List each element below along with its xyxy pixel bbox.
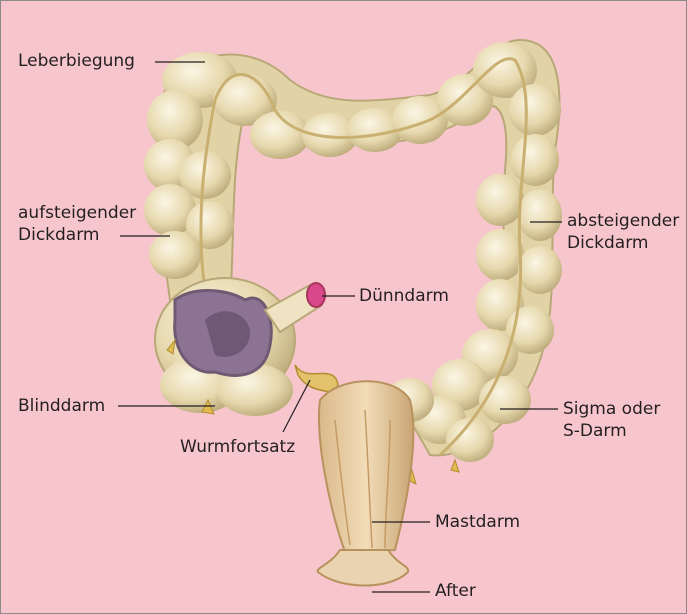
label-mastdarm: Mastdarm: [435, 511, 520, 533]
duenndarm-stub: [265, 283, 325, 332]
cecum: [155, 278, 295, 416]
label-duenndarm: Dünndarm: [359, 285, 449, 307]
label-after: After: [435, 580, 476, 602]
label-absteigender-line1: absteigender: [567, 210, 679, 232]
label-leberbiegung: Leberbiegung: [18, 50, 135, 72]
label-absteigender-line2: Dickdarm: [567, 232, 648, 254]
label-aufsteigender-line1: aufsteigender: [18, 202, 136, 224]
label-aufsteigender-line2: Dickdarm: [18, 224, 99, 246]
rectum: [318, 381, 414, 585]
label-sigma-line2: S-Darm: [563, 420, 627, 442]
label-wurmfortsatz: Wurmfortsatz: [180, 436, 295, 458]
label-blinddarm: Blinddarm: [18, 395, 105, 417]
appendix: [295, 365, 338, 392]
label-sigma-line1: Sigma oder: [563, 398, 660, 420]
